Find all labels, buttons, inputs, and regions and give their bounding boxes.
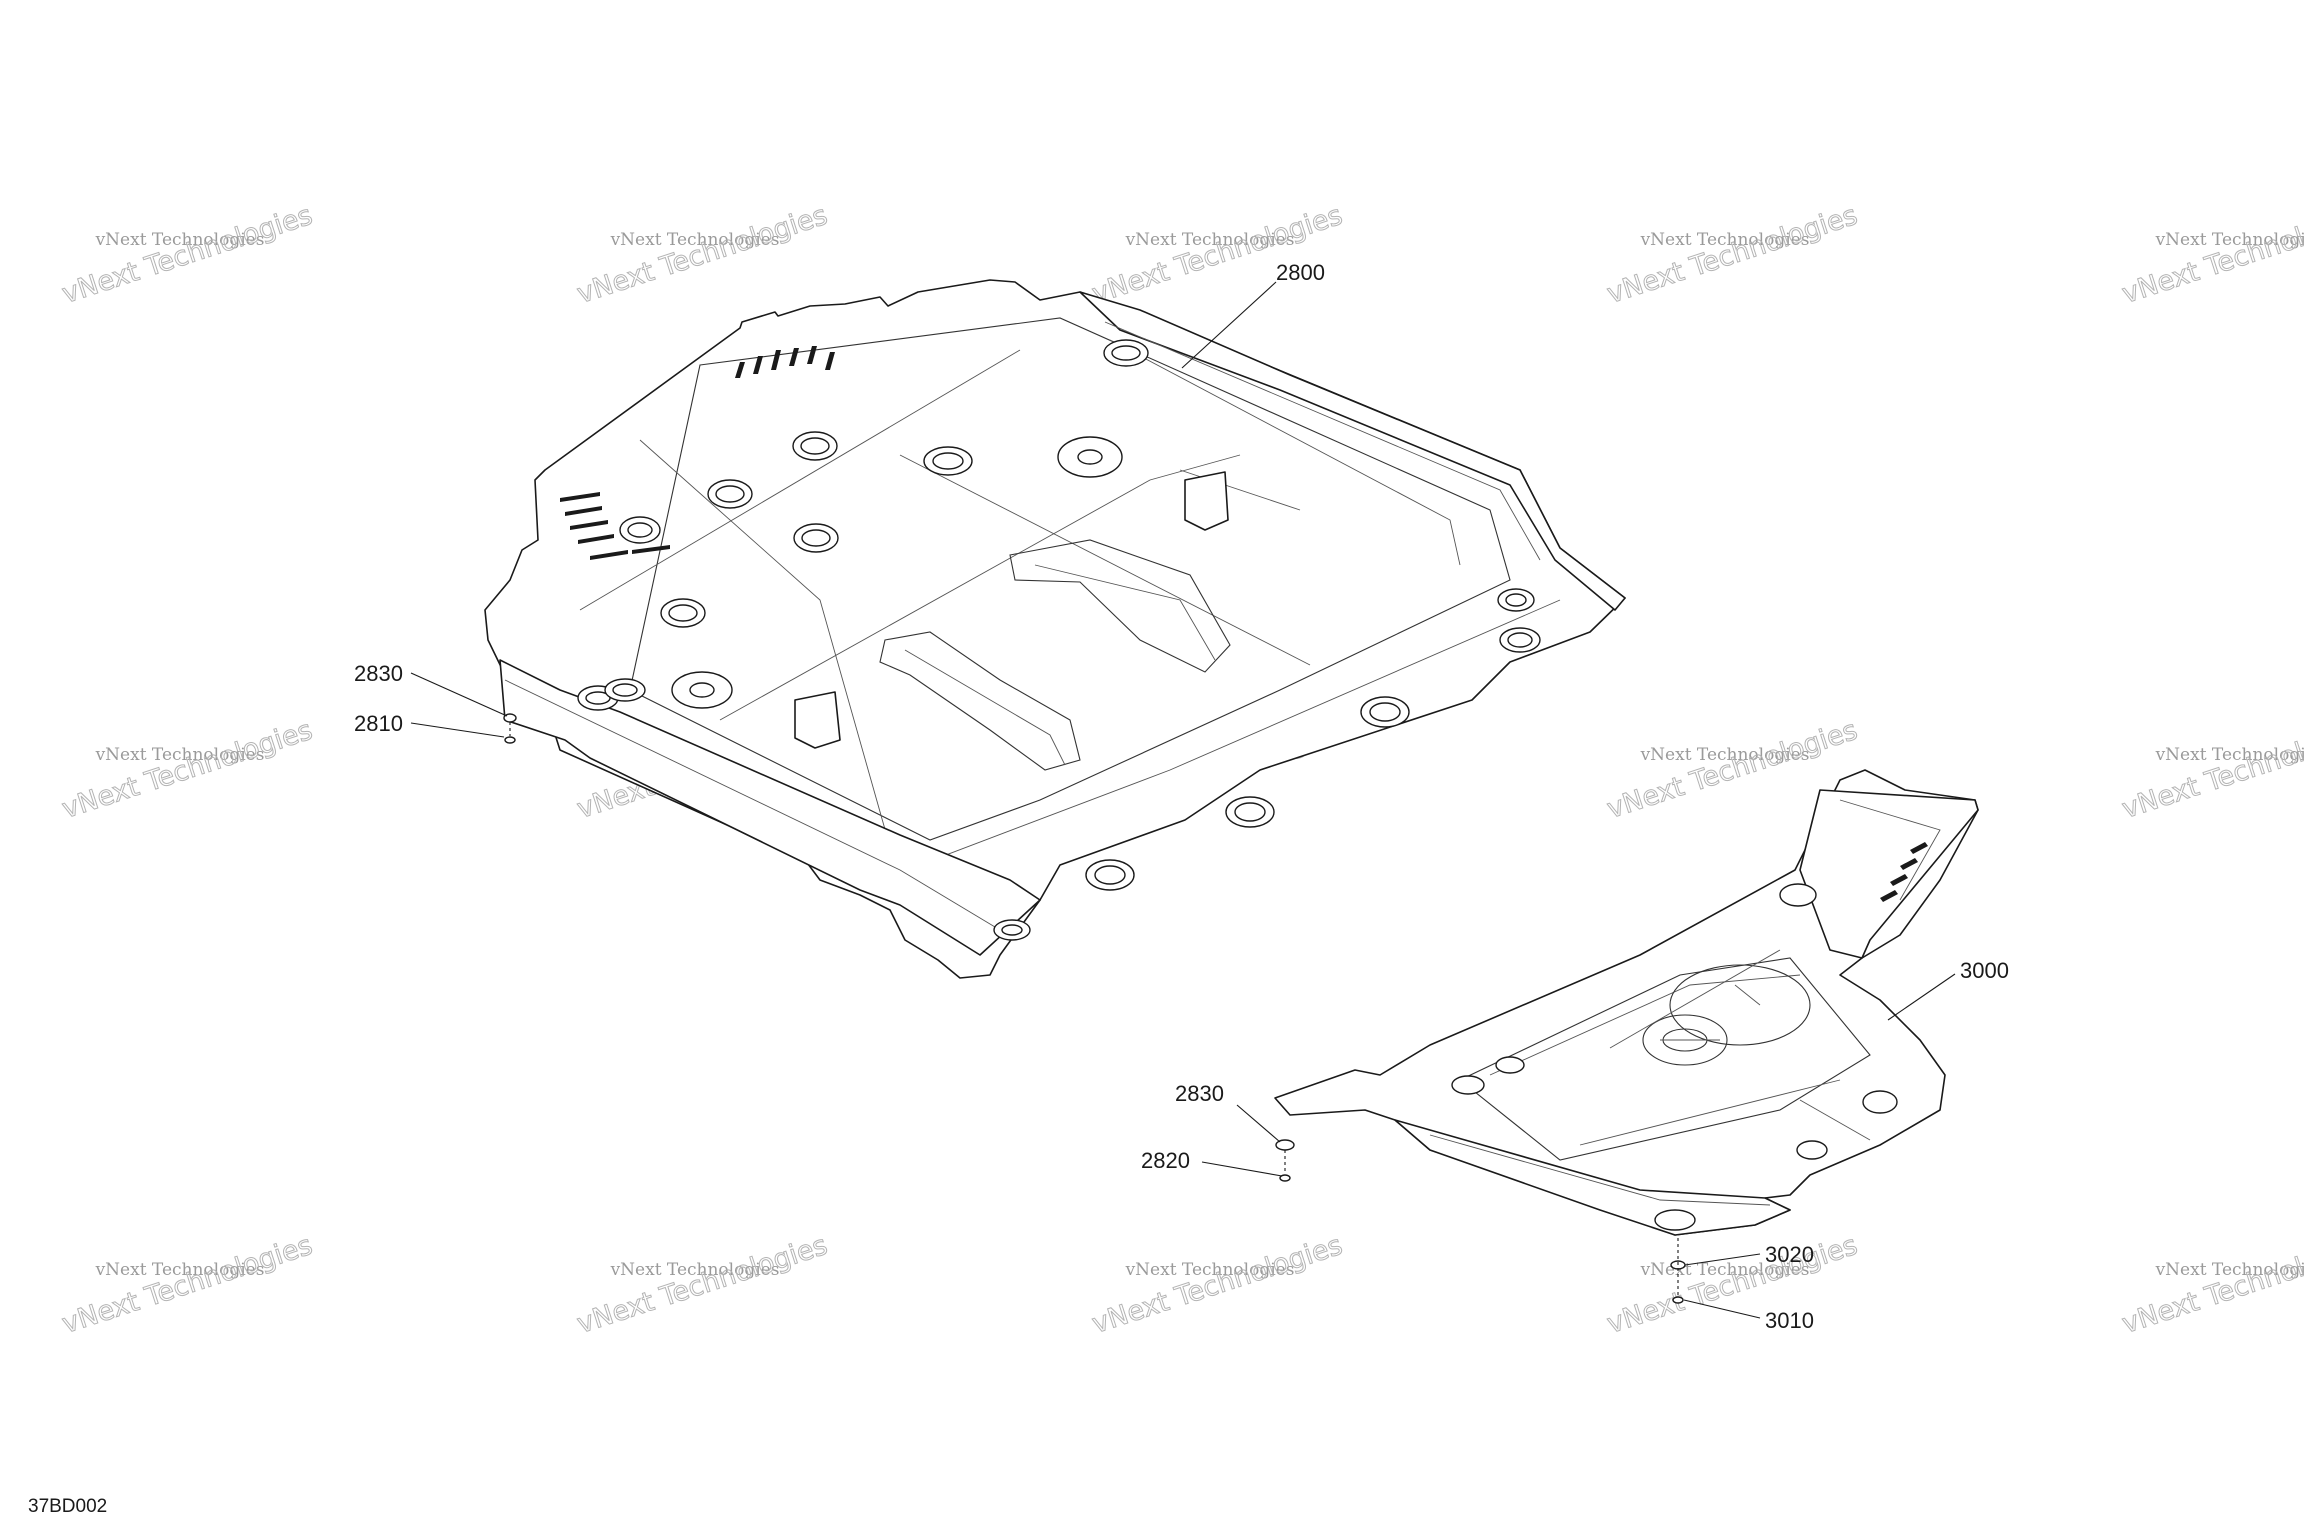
watermark-text: vNext Technologies	[1640, 745, 1810, 765]
watermark-text: vNext Technologies	[610, 230, 780, 250]
callout-3010: 3010	[1765, 1308, 1814, 1333]
leader-2800	[1181, 281, 1277, 369]
callout-2810: 2810	[354, 711, 403, 736]
figure-code: 37BD002	[28, 1496, 107, 1517]
watermark-text: vNext Technologies	[95, 745, 265, 765]
skid-plate-2800	[484, 279, 1626, 979]
watermark-text: vNext Technologies	[610, 1260, 780, 1280]
watermark-text-outline: vNext Technologies	[2119, 200, 2304, 310]
watermark-text-outline: vNext Technologies	[574, 200, 832, 310]
watermark-text-outline: vNext Technologies	[59, 1230, 317, 1340]
fastener-2830-2820	[1275, 1139, 1295, 1182]
callout-2800: 2800	[1276, 260, 1325, 285]
skid-plate-3000	[1274, 769, 1979, 1236]
leader-2830a	[410, 672, 508, 717]
watermark-text-outline: vNext Technologies	[574, 1230, 832, 1340]
leader-3010	[1683, 1299, 1761, 1319]
watermark-text-outline: vNext Technologies	[2119, 715, 2304, 825]
watermark-text: vNext Technologies	[2155, 230, 2304, 250]
watermark-text: vNext Technologies	[1125, 1260, 1295, 1280]
watermark-text: vNext Technologies	[2155, 1260, 2304, 1280]
watermark-text-outline: vNext Technologies	[1089, 1230, 1347, 1340]
callout-3000: 3000	[1960, 958, 2009, 983]
watermark-text-outline: vNext Technologies	[1604, 1230, 1862, 1340]
leader-3020	[1684, 1253, 1761, 1266]
watermark-text: vNext Technologies	[95, 230, 265, 250]
watermark-text-outline: vNext Technologies	[59, 200, 317, 310]
watermark-text: vNext Technologies	[1640, 230, 1810, 250]
watermark-text: vNext Technologies	[95, 1260, 265, 1280]
fastener-3020-3010	[1670, 1238, 1686, 1304]
leader-2820	[1201, 1161, 1283, 1177]
leader-3000	[1887, 973, 1956, 1021]
fastener-2830-2810	[503, 713, 517, 744]
leader-2830b	[1236, 1104, 1281, 1143]
callout-3020: 3020	[1765, 1242, 1814, 1267]
callout-2830: 2830	[354, 661, 403, 686]
leader-2810	[410, 722, 505, 738]
watermark-text: vNext Technologies	[1125, 230, 1295, 250]
watermark-text-outline: vNext Technologies	[1089, 200, 1347, 310]
watermark-text: vNext Technologies	[2155, 745, 2304, 765]
callout-2830-rear: 2830	[1175, 1081, 1224, 1106]
watermark-text-outline: vNext Technologies	[59, 715, 317, 825]
watermark-text-outline: vNext Technologies	[1604, 200, 1862, 310]
callout-2820: 2820	[1141, 1148, 1190, 1173]
watermark-text-outline: vNext Technologies	[2119, 1230, 2304, 1340]
